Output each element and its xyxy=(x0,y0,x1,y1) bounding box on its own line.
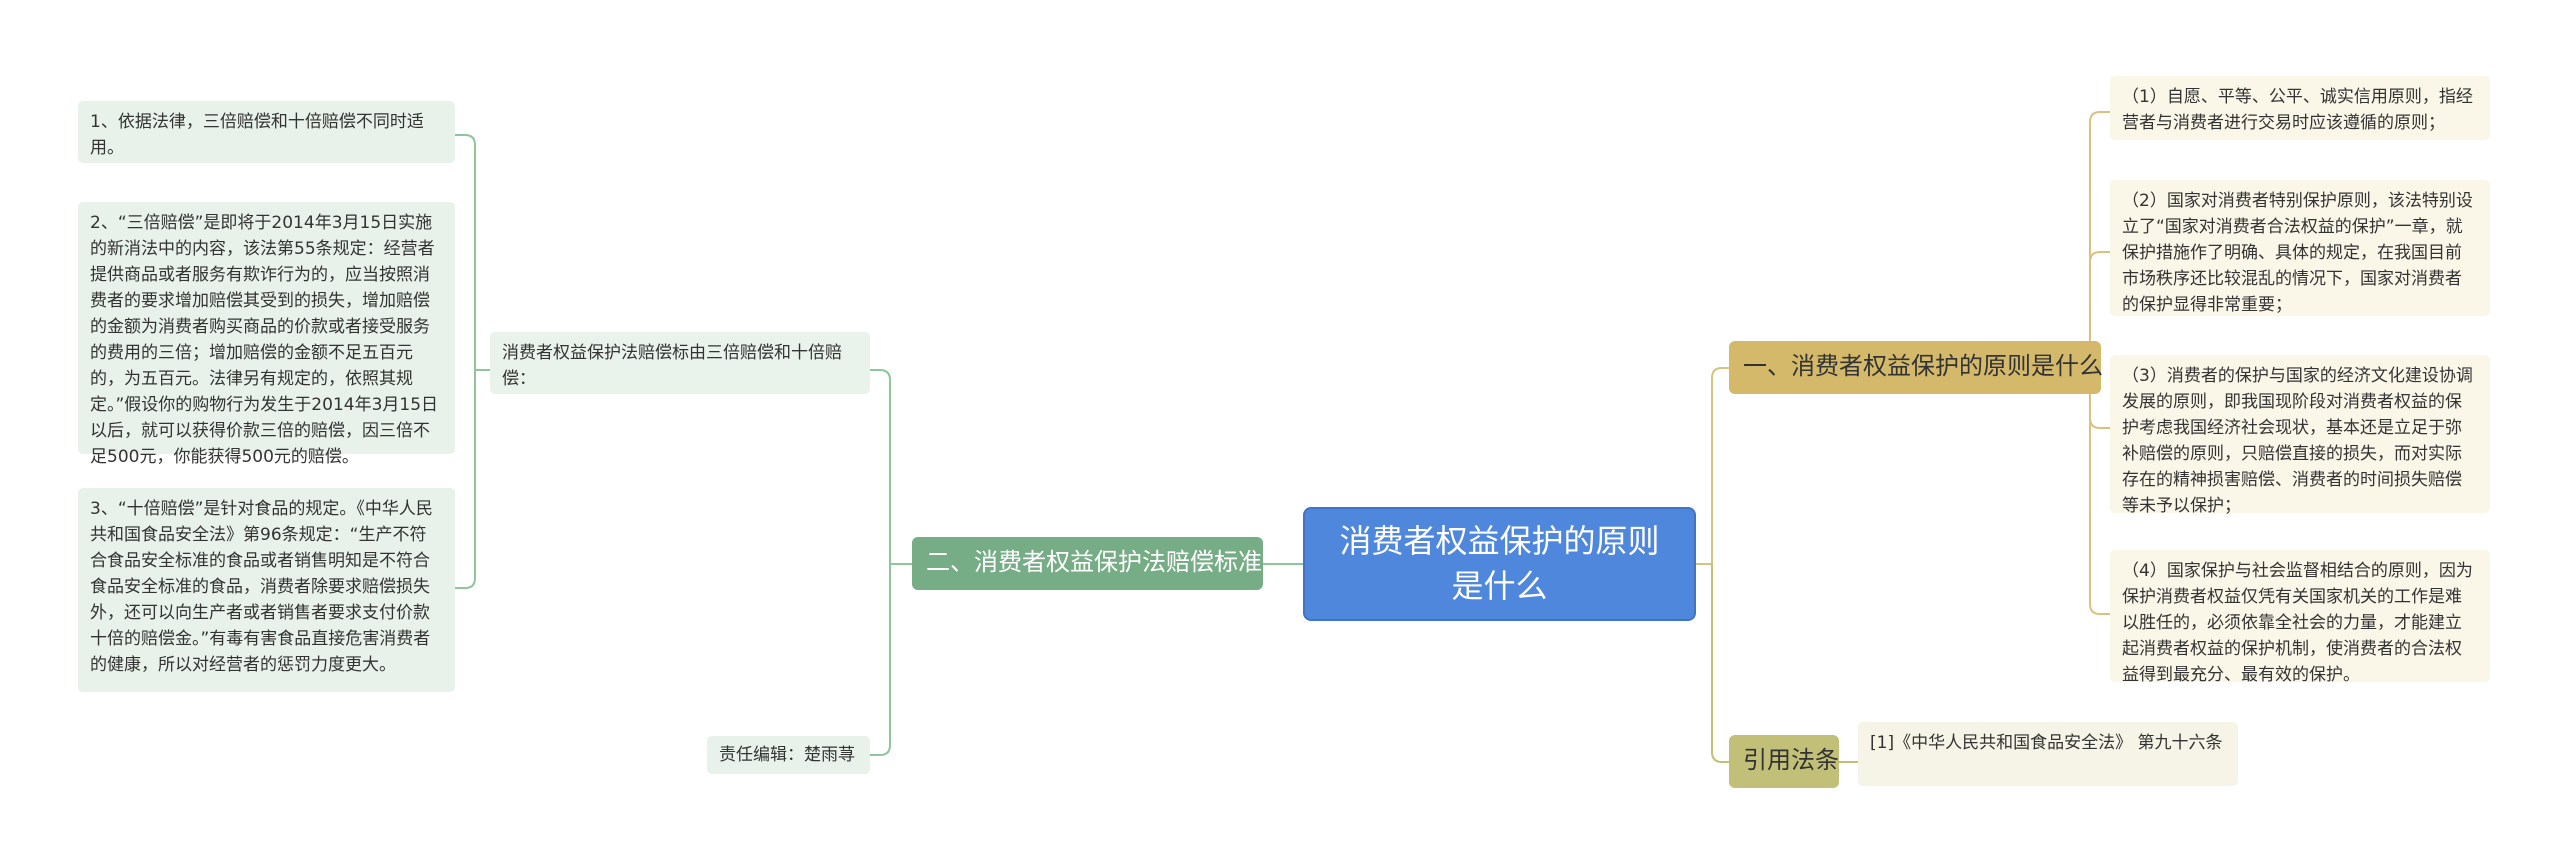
node-text: 2、“三倍赔偿”是即将于2014年3月15日实施的新消法中的内容，该法第55条规… xyxy=(90,213,439,467)
node-text: 1、依据法律，三倍赔偿和十倍赔偿不同时适用。 xyxy=(90,112,424,158)
principle-item-2[interactable]: （2）国家对消费者特别保护原则，该法特别设立了“国家对消费者合法权益的保护”一章… xyxy=(2110,180,2490,316)
branch-label: 引用法条 xyxy=(1743,746,1839,774)
node-text: [1]《中华人民共和国食品安全法》 第九十六条 xyxy=(1870,733,2223,753)
node-text: 责任编辑：楚雨荨 xyxy=(719,745,855,765)
connector-left-trunk xyxy=(870,369,912,756)
connector-mid-leaves xyxy=(455,134,490,589)
node-text: 消费者权益保护法赔偿标由三倍赔偿和十倍赔偿： xyxy=(502,343,842,389)
compensation-item-1[interactable]: 1、依据法律，三倍赔偿和十倍赔偿不同时适用。 xyxy=(78,101,455,163)
node-text: （4）国家保护与社会监督相结合的原则，因为保护消费者权益仅凭有关国家机关的工作是… xyxy=(2122,561,2473,685)
compensation-summary-node[interactable]: 消费者权益保护法赔偿标由三倍赔偿和十倍赔偿： xyxy=(490,332,870,394)
principle-item-4[interactable]: （4）国家保护与社会监督相结合的原则，因为保护消费者权益仅凭有关国家机关的工作是… xyxy=(2110,550,2490,685)
connector-right-trunk xyxy=(1711,367,1729,564)
node-text: （3）消费者的保护与国家的经济文化建设协调发展的原则，即我国现阶段对消费者权益的… xyxy=(2122,366,2473,516)
compensation-item-2[interactable]: 2、“三倍赔偿”是即将于2014年3月15日实施的新消法中的内容，该法第55条规… xyxy=(78,202,455,467)
root-title: 消费者权益保护的原则是什么 xyxy=(1339,522,1660,605)
editor-node[interactable]: 责任编辑：楚雨荨 xyxy=(707,736,870,774)
principle-item-1[interactable]: （1）自愿、平等、公平、诚实信用原则，指经营者与消费者进行交易时应该遵循的原则； xyxy=(2110,76,2490,140)
branch-compensation-standard[interactable]: 二、消费者权益保护法赔偿标准 xyxy=(912,537,1263,590)
node-text: （1）自愿、平等、公平、诚实信用原则，指经营者与消费者进行交易时应该遵循的原则； xyxy=(2122,87,2473,133)
root-node[interactable]: 消费者权益保护的原则是什么 xyxy=(1303,507,1696,621)
branch-label: 二、消费者权益保护法赔偿标准 xyxy=(926,548,1262,576)
principle-item-3[interactable]: （3）消费者的保护与国家的经济文化建设协调发展的原则，即我国现阶段对消费者权益的… xyxy=(2110,355,2490,516)
node-text: 3、“十倍赔偿”是针对食品的规定。《中华人民共和国食品安全法》第96条规定：“生… xyxy=(90,499,433,675)
branch-cited-law[interactable]: 引用法条 xyxy=(1729,735,1839,788)
cited-law-item-1[interactable]: [1]《中华人民共和国食品安全法》 第九十六条 xyxy=(1858,722,2238,786)
compensation-item-3[interactable]: 3、“十倍赔偿”是针对食品的规定。《中华人民共和国食品安全法》第96条规定：“生… xyxy=(78,488,455,692)
branch-label: 一、消费者权益保护的原则是什么 xyxy=(1743,352,2103,380)
connector-right-trunk-2 xyxy=(1711,564,1729,763)
branch-protection-principles[interactable]: 一、消费者权益保护的原则是什么 xyxy=(1729,341,2103,394)
node-text: （2）国家对消费者特别保护原则，该法特别设立了“国家对消费者合法权益的保护”一章… xyxy=(2122,191,2473,315)
